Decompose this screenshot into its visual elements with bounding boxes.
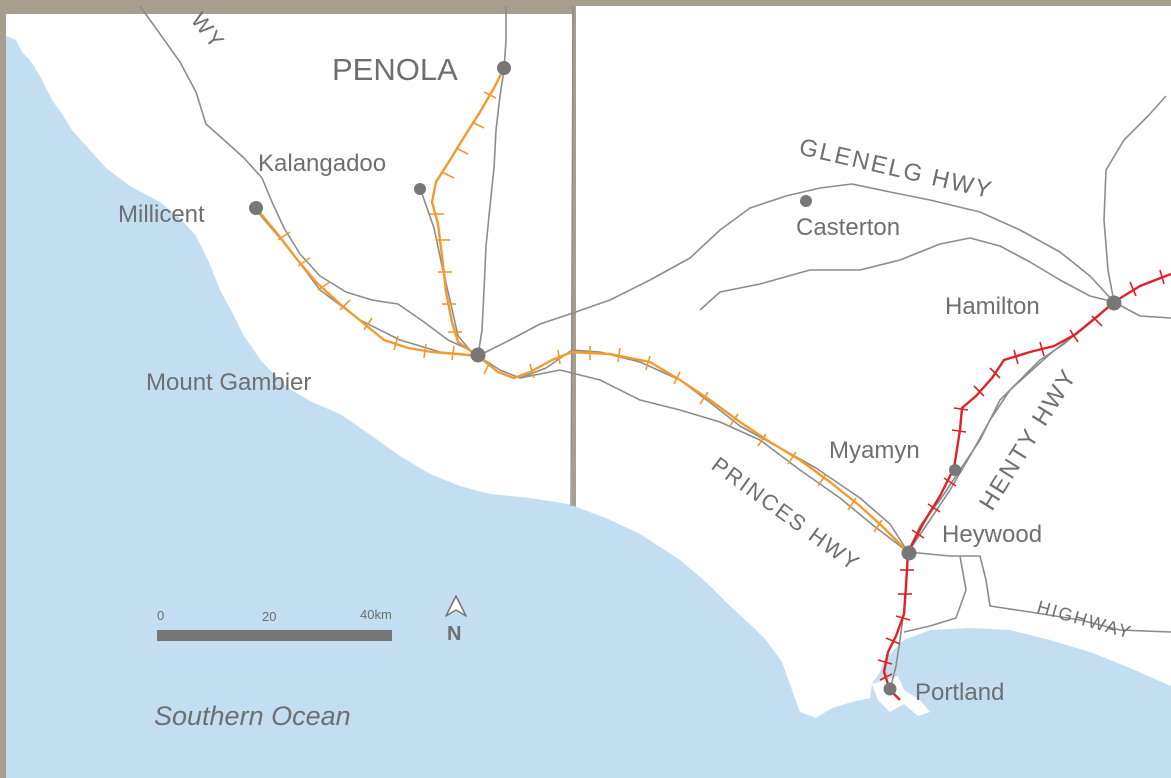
scale-label-20: 20: [262, 609, 276, 624]
ocean-label: Southern Ocean: [154, 701, 351, 731]
railway-vic-ticks: [877, 269, 1165, 681]
railway-sa-ticks: [277, 91, 883, 533]
town-dot-penola[interactable]: [497, 61, 511, 75]
road-hamilton-north: [1103, 95, 1167, 303]
town-dot-heywood[interactable]: [901, 545, 917, 561]
road-glenelg: [477, 183, 1115, 357]
sea: [6, 36, 1171, 778]
railway-mtg-heywood: [477, 350, 909, 553]
road-north-west: [139, 5, 471, 351]
road-hamilton-east: [1113, 301, 1171, 319]
town-dot-hamilton[interactable]: [1106, 295, 1122, 311]
town-dot-millicent[interactable]: [249, 201, 263, 215]
road-penola-south: [477, 6, 507, 357]
town-dots: [249, 61, 1122, 696]
north-arrow: N: [445, 595, 467, 645]
town-label-heywood: Heywood: [942, 521, 1042, 548]
town-label-casterton: Casterton: [796, 214, 900, 241]
town-label-mount-gambier: Mount Gambier: [146, 369, 311, 396]
town-label-kalangadoo: Kalangadoo: [258, 150, 386, 177]
road-princes-lower: [519, 369, 909, 553]
railway-penola-line: [430, 67, 506, 357]
scale-label-0: 0: [157, 608, 164, 623]
town-dot-portland[interactable]: [883, 682, 897, 696]
road-casterton-loop: [699, 237, 1115, 311]
north-label: N: [447, 623, 461, 645]
town-dot-mount-gambier[interactable]: [470, 347, 486, 363]
north-arrow-icon: [445, 595, 467, 617]
railway-sa: [255, 67, 909, 553]
town-label-myamyn: Myamyn: [829, 437, 920, 464]
scale-label-40km: 40km: [360, 607, 392, 622]
railway-hamilton-line: [906, 272, 1171, 553]
town-dot-myamyn[interactable]: [949, 464, 961, 476]
town-label-portland: Portland: [915, 679, 1004, 706]
railway-millicent-line: [255, 207, 479, 358]
town-label-hamilton: Hamilton: [945, 293, 1040, 320]
town-label-millicent: Millicent: [118, 201, 205, 228]
scale-bar: 0 20 40km: [157, 607, 392, 641]
town-label-penola: PENOLA: [332, 52, 458, 87]
scale-bar-rule: [157, 630, 392, 641]
town-dot-kalangadoo[interactable]: [414, 183, 426, 195]
town-dot-casterton[interactable]: [800, 195, 812, 207]
state-border: [570, 5, 574, 507]
road-portland-east: [903, 555, 967, 633]
